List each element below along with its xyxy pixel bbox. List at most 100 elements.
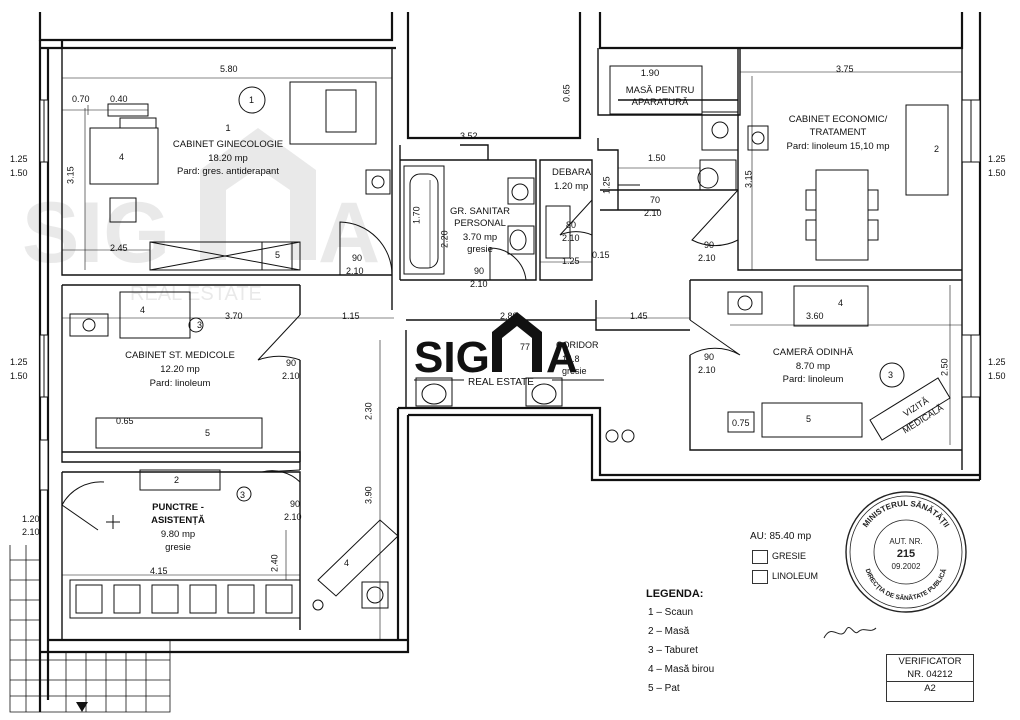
room7-name-2: TRATAMENT — [809, 127, 867, 138]
dim-210g: 2.10 — [644, 208, 662, 218]
key-gresie: GRESIE — [772, 551, 807, 561]
room2-floor: Pard: linoleum — [149, 378, 211, 389]
gresie-swatch — [752, 550, 768, 564]
furniture-label-1: 1 — [249, 95, 255, 105]
svg-text:MINISTERUL SĂNĂTĂȚII: MINISTERUL SĂNĂTĂȚII — [861, 499, 951, 529]
furniture-label-4a: 4 — [119, 152, 125, 162]
watermark-logo-left: SIG A REAL ESTATE — [22, 128, 380, 305]
room6-dim: 1.90 — [640, 68, 660, 79]
dim-090f: 90 — [704, 352, 715, 362]
svg-text:A: A — [546, 333, 578, 382]
dim-370: 3.70 — [225, 311, 243, 321]
dim-125c: 1.25 — [601, 176, 612, 194]
room8-name: CAMERĂ ODINHĂ — [772, 347, 854, 358]
dim-240: 2.40 — [269, 554, 280, 572]
room5-name: DEBARA — [552, 167, 592, 178]
verificator-label: VERIFICATOR — [898, 656, 962, 667]
legend-item-5: 5 – Pat — [648, 683, 680, 694]
dim-090a: 90 — [352, 253, 363, 263]
furniture-label-2b: 2 — [934, 144, 940, 154]
svg-text:REAL ESTATE: REAL ESTATE — [130, 283, 262, 305]
dimension-lines — [62, 71, 962, 640]
corridor-furniture — [312, 519, 399, 611]
dim-315a: 3.15 — [65, 166, 76, 184]
stamp-date: 09.2002 — [892, 562, 921, 571]
corridor-floor: gresie — [562, 366, 587, 376]
furniture-label-5a: 5 — [275, 250, 281, 260]
north-arrow-icon — [76, 702, 88, 712]
svg-text:A: A — [318, 185, 380, 281]
dim-075: 0.75 — [732, 418, 750, 428]
dim-150b: 1.50 — [10, 371, 28, 381]
dim-375: 3.75 — [836, 64, 854, 74]
furniture-label-5c: 5 — [806, 414, 812, 424]
room1-furniture — [89, 81, 391, 271]
dim-580: 5.80 — [220, 64, 238, 74]
dim-125d: 1.25 — [562, 256, 580, 266]
doors — [61, 160, 741, 531]
legend-item-3: 3 – Taburet — [648, 645, 698, 656]
room5-area: 1.20 mp — [554, 181, 589, 192]
dim-210h: 2.10 — [698, 253, 716, 263]
room6-name-2: APARATURĂ — [631, 97, 689, 108]
room4-area: 3.70 mp — [462, 232, 498, 243]
dim-150a: 1.50 — [10, 168, 28, 178]
dim-090e: 90 — [704, 240, 715, 250]
sanitary-fixtures — [403, 165, 635, 443]
dim-245: 2.45 — [110, 243, 128, 253]
verificator-sheet: A2 — [887, 681, 973, 695]
dim-210d: 2.10 — [22, 527, 40, 537]
dim-170: 1.70 — [411, 206, 422, 224]
legend-item-2: 2 – Masă — [648, 626, 690, 637]
stamp-ring-bottom: DIRECȚIA DE SĂNĂTATE PUBLICĂ — [864, 567, 949, 602]
dim-352: 3.52 — [460, 131, 478, 141]
room4-floor: gresie — [467, 244, 493, 255]
dim-230: 2.30 — [363, 402, 374, 420]
signature — [823, 627, 877, 639]
right-furniture — [609, 65, 951, 441]
stamp-number: 215 — [897, 548, 915, 560]
usable-area: AU: 85.40 mp — [750, 531, 812, 542]
room1-area: 18.20 mp — [208, 153, 248, 164]
legend-title: LEGENDA: — [646, 588, 704, 600]
authorization-stamp: MINISTERUL SĂNĂTĂȚII DIRECȚIA DE SĂNĂTAT… — [845, 491, 967, 613]
corridor-name: CORIDOR — [556, 340, 599, 350]
dim-090c: 90 — [290, 499, 301, 509]
dim-125b: 1.25 — [10, 357, 28, 367]
dim-280: 2.80 — [500, 311, 518, 321]
dim-315b: 3.15 — [743, 170, 754, 188]
dim-065a: 0.65 — [116, 416, 134, 426]
room1-name: CABINET GINECOLOGIE — [172, 139, 284, 150]
room2-name: CABINET ST. MEDICOLE — [125, 350, 235, 361]
dim-150c: 1.50 — [648, 153, 666, 163]
room3-name-2: ASISTENȚĂ — [151, 515, 205, 526]
dim-145: 1.45 — [630, 311, 648, 321]
dim-210c: 2.10 — [284, 512, 302, 522]
dim-120: 1.20 — [22, 514, 40, 524]
windows — [39, 99, 981, 491]
room1-floor: Pard: gres. antiderapant — [177, 166, 279, 177]
dim-415: 4.15 — [150, 566, 168, 576]
furniture-label-4b: 4 — [140, 305, 146, 315]
room3-furniture — [69, 469, 301, 619]
legend-item-1: 1 – Scaun — [648, 607, 694, 618]
dim-125e: 1.25 — [988, 154, 1006, 164]
dim-015: 0.15 — [592, 250, 610, 260]
room8-floor: Pard: linoleum — [782, 374, 844, 385]
dim-250: 2.50 — [939, 358, 950, 376]
dim-070: 0.70 — [72, 94, 90, 104]
dim-040: 0.40 — [110, 94, 128, 104]
room4-name-1: GR. SANITAR — [450, 206, 510, 217]
key-linoleum: LINOLEUM — [772, 571, 819, 581]
dim-390: 3.90 — [363, 486, 374, 504]
watermark-logo-center: SIG A REAL ESTATE — [414, 312, 604, 388]
room3-area: 9.80 mp — [160, 529, 196, 540]
dim-210b: 2.10 — [282, 371, 300, 381]
exterior-stairs — [9, 545, 171, 713]
room1-number: 1 — [225, 123, 231, 134]
dim-125a: 1.25 — [10, 154, 28, 164]
dim-210e: 2.10 — [470, 279, 488, 289]
dim-210f: 2.10 — [562, 233, 580, 243]
dim-210a: 2.10 — [346, 266, 364, 276]
linoleum-swatch — [752, 570, 768, 584]
